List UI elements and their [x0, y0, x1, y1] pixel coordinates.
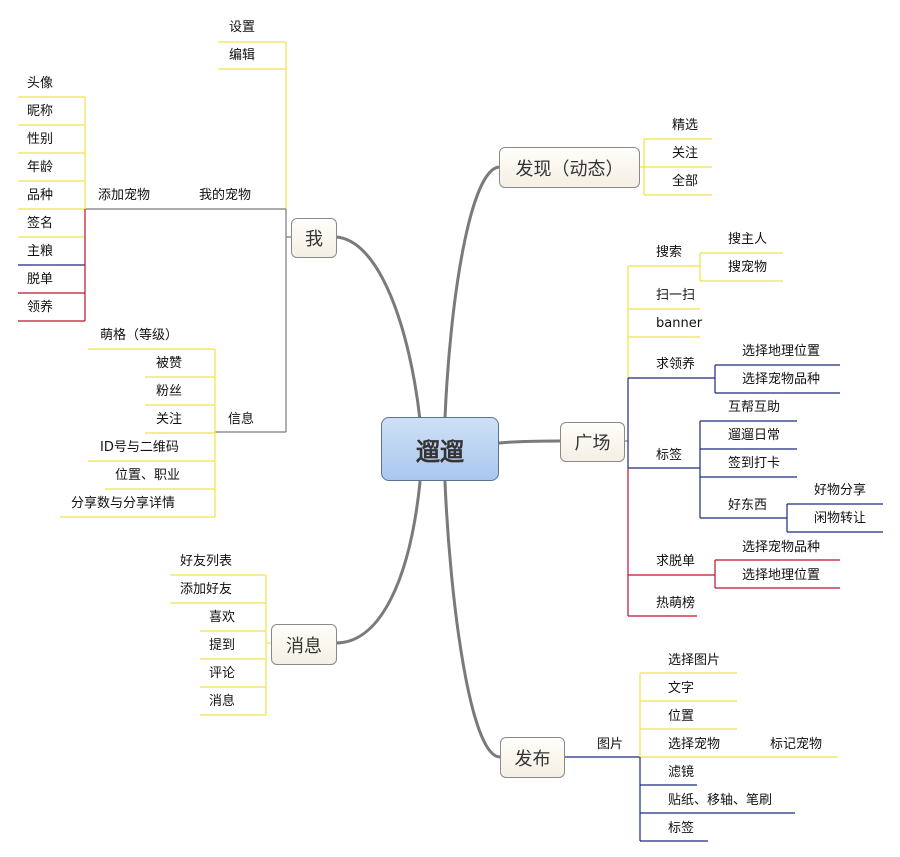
tag-item[interactable]: 互帮互助 [728, 400, 781, 415]
topic-add-pet[interactable]: 添加宠物 [98, 188, 151, 203]
publish-item[interactable]: 贴纸、移轴、笔刷 [668, 793, 773, 808]
topic-info[interactable]: 信息 [228, 412, 255, 427]
good-item[interactable]: 闲物转让 [814, 511, 867, 526]
search-item[interactable]: 搜主人 [728, 232, 768, 247]
dating-item[interactable]: 选择宠物品种 [742, 540, 821, 555]
topic-edit[interactable]: 编辑 [229, 48, 256, 63]
topic-tags[interactable]: 标签 [656, 448, 683, 463]
node-messages[interactable]: 消息 [271, 624, 337, 665]
pet-field[interactable]: 主粮 [27, 244, 54, 259]
message-item[interactable]: 添加好友 [180, 582, 233, 597]
discover-item[interactable]: 全部 [672, 174, 699, 189]
topic-my-pets[interactable]: 我的宠物 [199, 188, 252, 203]
topic-dating[interactable]: 求脱单 [656, 554, 696, 569]
discover-item[interactable]: 关注 [672, 146, 699, 161]
topic-hot[interactable]: 热萌榜 [656, 596, 696, 611]
node-square[interactable]: 广场 [560, 422, 625, 462]
message-item[interactable]: 评论 [209, 666, 236, 681]
topic-adopt[interactable]: 求领养 [656, 357, 696, 372]
info-item[interactable]: 萌格（等级） [100, 328, 179, 343]
tag-item[interactable]: 遛遛日常 [728, 428, 781, 443]
topic-search[interactable]: 搜索 [656, 245, 683, 260]
info-item[interactable]: 分享数与分享详情 [71, 496, 176, 511]
pet-field[interactable]: 昵称 [27, 104, 54, 119]
topic-settings[interactable]: 设置 [229, 20, 256, 35]
node-me[interactable]: 我 [291, 218, 337, 258]
message-item[interactable]: 消息 [209, 694, 236, 709]
node-publish[interactable]: 发布 [500, 737, 565, 778]
discover-item[interactable]: 精选 [672, 118, 699, 133]
publish-item[interactable]: 选择图片 [668, 653, 721, 668]
tag-item[interactable]: 签到打卡 [728, 456, 781, 471]
search-item[interactable]: 搜宠物 [728, 260, 768, 275]
publish-item[interactable]: 文字 [668, 681, 695, 696]
central-node[interactable]: 遛遛 [381, 417, 499, 481]
publish-item[interactable]: 滤镜 [668, 765, 695, 780]
pet-field[interactable]: 脱单 [27, 272, 54, 287]
pet-field[interactable]: 头像 [27, 76, 54, 91]
dating-item[interactable]: 选择地理位置 [742, 568, 821, 583]
publish-item[interactable]: 位置 [668, 709, 695, 724]
adopt-item[interactable]: 选择地理位置 [742, 344, 821, 359]
topic-image[interactable]: 图片 [597, 737, 624, 752]
message-item[interactable]: 好友列表 [180, 554, 233, 569]
publish-item[interactable]: 标签 [668, 821, 695, 836]
publish-item[interactable]: 选择宠物 [668, 737, 721, 752]
info-item[interactable]: 关注 [156, 412, 183, 427]
pet-field[interactable]: 性别 [27, 132, 54, 147]
pet-field[interactable]: 签名 [27, 216, 54, 231]
node-discover[interactable]: 发现（动态） [499, 147, 640, 188]
message-item[interactable]: 提到 [209, 638, 236, 653]
adopt-item[interactable]: 选择宠物品种 [742, 372, 821, 387]
tag-item[interactable]: 好东西 [728, 498, 768, 513]
info-item[interactable]: 位置、职业 [115, 468, 181, 483]
info-item[interactable]: 被赞 [156, 356, 183, 371]
topic-scan[interactable]: 扫一扫 [656, 288, 696, 303]
pet-field[interactable]: 领养 [27, 300, 54, 315]
info-item[interactable]: ID号与二维码 [100, 440, 179, 455]
pet-field[interactable]: 年龄 [27, 160, 54, 175]
message-item[interactable]: 喜欢 [209, 610, 236, 625]
good-item[interactable]: 好物分享 [814, 483, 867, 498]
topic-banner[interactable]: banner [656, 316, 703, 331]
pet-field[interactable]: 品种 [27, 188, 54, 203]
info-item[interactable]: 粉丝 [156, 384, 183, 399]
topic-mark-pet[interactable]: 标记宠物 [770, 737, 823, 752]
